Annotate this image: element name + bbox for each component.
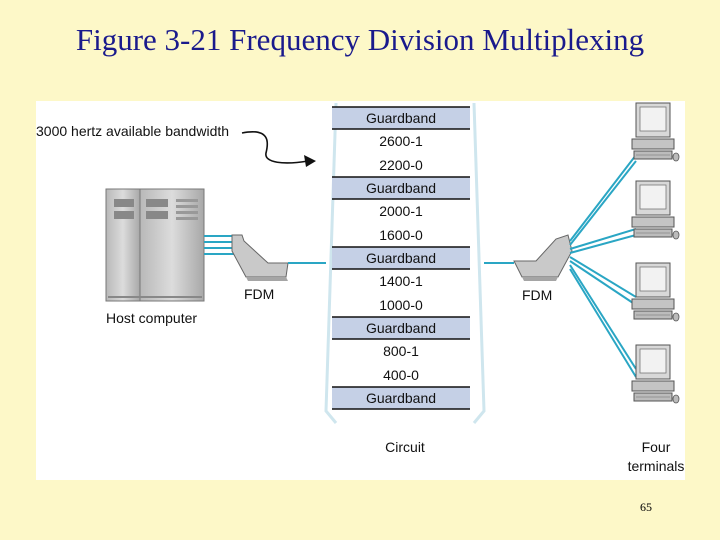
host-computer-label: Host computer bbox=[106, 310, 197, 326]
fdm-right-label: FDM bbox=[522, 287, 552, 303]
channel-label: 2600-1 bbox=[379, 133, 423, 149]
guardband-box bbox=[332, 177, 470, 199]
guardband-label: Guardband bbox=[366, 110, 436, 126]
page-number: 65 bbox=[640, 500, 652, 514]
guardband-box bbox=[332, 107, 470, 129]
terminal-icon bbox=[631, 180, 680, 240]
channel-label: 2200-0 bbox=[379, 157, 423, 173]
terminal-link-lines bbox=[569, 154, 637, 378]
terminals-label-line2: terminals bbox=[628, 458, 685, 474]
terminal-icon bbox=[631, 262, 680, 322]
channel-label: 1400-1 bbox=[379, 273, 423, 289]
bandwidth-arrow-icon bbox=[241, 131, 309, 164]
guardband-box bbox=[332, 247, 470, 269]
slide-title: Figure 3-21 Frequency Division Multiplex… bbox=[75, 22, 645, 57]
guardband-label: Guardband bbox=[366, 320, 436, 336]
channel-label: 400-0 bbox=[383, 367, 419, 383]
fdm-left-icon bbox=[231, 234, 289, 281]
fdm-right-icon bbox=[513, 234, 573, 281]
fdm-left-label: FDM bbox=[244, 286, 274, 302]
guardband-label: Guardband bbox=[366, 250, 436, 266]
circuit-label: Circuit bbox=[385, 439, 425, 455]
terminals-label-line1: Four bbox=[642, 439, 671, 455]
guardband-label: Guardband bbox=[366, 390, 436, 406]
bandwidth-label: 3000 hertz available bandwidth bbox=[36, 123, 229, 139]
channel-label: 1600-0 bbox=[379, 227, 423, 243]
channel-label: 2000-1 bbox=[379, 203, 423, 219]
host-computer-icon bbox=[105, 188, 205, 302]
arrow-head-icon bbox=[304, 155, 316, 167]
frequency-band-stack: Guardband2600-12200-0Guardband2000-11600… bbox=[332, 106, 470, 410]
channel-label: 800-1 bbox=[383, 343, 419, 359]
channel-label: 1000-0 bbox=[379, 297, 423, 313]
guardband-label: Guardband bbox=[366, 180, 436, 196]
guardband-box bbox=[332, 317, 470, 339]
terminal-icon bbox=[631, 102, 680, 162]
guardband-box bbox=[332, 387, 470, 409]
circuit-channel bbox=[324, 102, 486, 424]
terminal-icon bbox=[631, 344, 680, 404]
terminals-group bbox=[631, 102, 680, 404]
